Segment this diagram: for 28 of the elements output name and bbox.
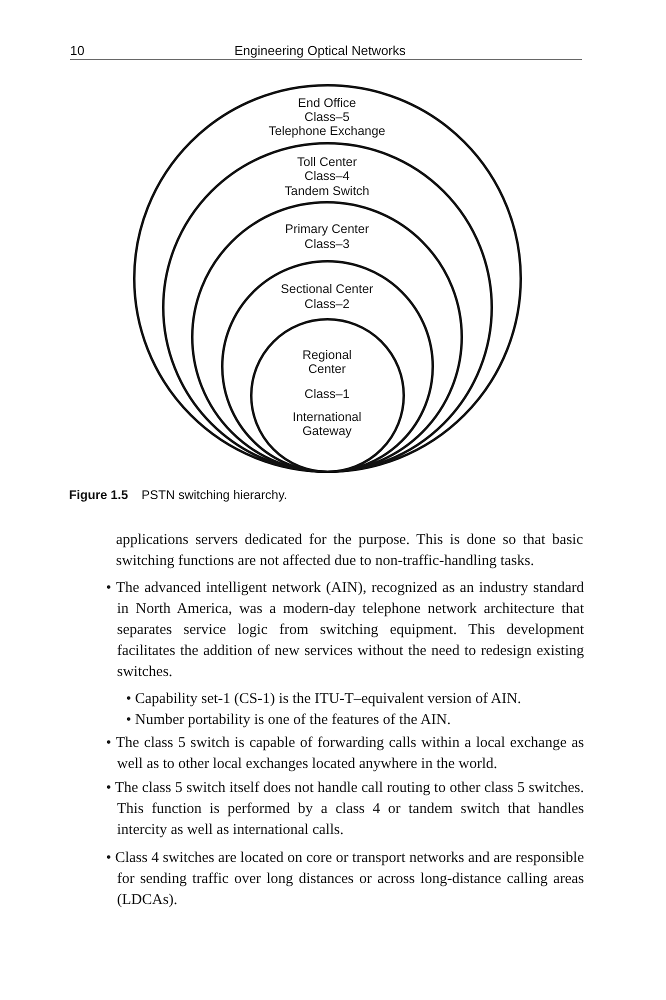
circle-label: Class–4	[304, 169, 350, 184]
circle-label: Class–2	[304, 296, 350, 312]
bullet-item: • Number portability is one of the features of the AIN.	[126, 711, 452, 730]
circle-label: Toll Center	[297, 154, 357, 170]
bullet-item: • Class 4 switches are located on core or transport networks and are responsible for sending traffic over long distances or across long-distance calling areas (LDCAs).	[106, 849, 584, 910]
circle-label: Class–3	[304, 236, 350, 252]
bullet-item: • The class 5 switch is capable of forwarding calls within a local exchange as well as to other local exchanges located anywhere in the world.	[106, 734, 584, 774]
circle-label: Sectional Center	[280, 282, 374, 297]
bullet-item: • Capability set-1 (CS-1) is the ITU-T–equivalent version of AIN.	[126, 690, 522, 709]
running-head: Engineering Optical Networks	[234, 43, 406, 58]
bullet-item: • The advanced intelligent network (AIN), recognized as an industry standard in North America, was a modern-day telephone network architecture that separates service logic from switching equipment. This development facilitates the addition of new services without the need to redesign existing switches.	[106, 579, 584, 682]
nested-circle	[191, 201, 463, 473]
circle-label: Regional Center	[302, 348, 352, 377]
body-paragraph: applications servers dedicated for the purpose. This is done so that basic switching functions are not affected due to non-traffic-handling tasks.	[116, 531, 583, 571]
circle-label: End Office	[298, 96, 356, 111]
nested-circle	[220, 260, 434, 473]
circle-label: Class–5	[304, 110, 350, 125]
circle-label: Tandem Switch	[284, 184, 370, 198]
nested-circle	[250, 318, 404, 473]
circle-label: Class–1	[304, 386, 350, 402]
circle-label: Primary Center	[284, 222, 370, 236]
nested-circle	[162, 142, 492, 473]
circle-label: International Gateway	[292, 410, 362, 439]
figure-caption: Figure 1.5 PSTN switching hierarchy.	[69, 488, 288, 503]
circle-label: Telephone Exchange	[268, 124, 386, 139]
bullet-item: • The class 5 switch itself does not handle call routing to other class 5 switches. This function is performed by a class 4 or tandem switch that handles intercity as well as international calls.	[106, 779, 584, 840]
nested-circle	[132, 84, 522, 473]
page-number: 10	[70, 43, 84, 58]
